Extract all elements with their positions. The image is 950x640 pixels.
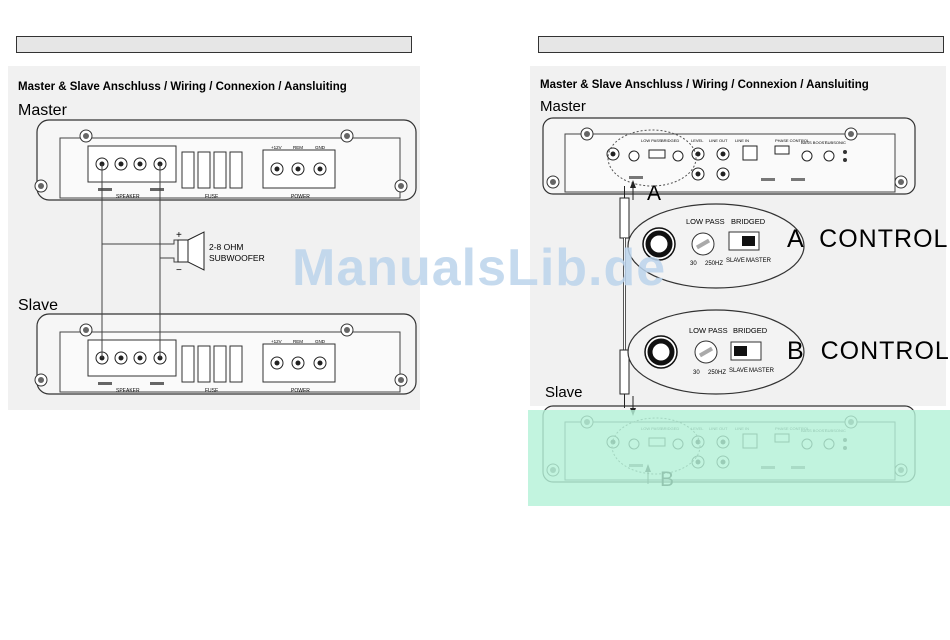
right-slave-label: Slave	[545, 384, 583, 401]
sub-ohm-label: 2-8 OHM	[209, 242, 243, 252]
master-power-term-gnd: GND	[315, 145, 326, 150]
master-panel-lineout: LINE OUT	[709, 138, 728, 143]
letter-a: A	[647, 182, 662, 205]
master-fuse-label: FUSE	[205, 194, 219, 200]
master-power-label: POWER	[291, 194, 310, 200]
watermark-text: ManualsLib.de	[292, 239, 667, 297]
a-freq-high: 250HZ	[705, 261, 723, 267]
a-lowpass-label: LOW PASS	[686, 217, 725, 226]
master-power-term-12v: +12V	[271, 145, 282, 150]
a-master-option: MASTER	[746, 258, 772, 264]
control-a-label: A CONTROL	[787, 225, 949, 253]
slave-highlight-overlay	[528, 410, 950, 506]
slave-power-term-rem: REM	[293, 339, 303, 344]
right-header-bar	[538, 36, 944, 53]
master-panel-level: LEVEL	[691, 138, 704, 143]
master-panel-bridged: BRIDGED	[661, 138, 679, 143]
master-panel-lowpass: LOW PASS	[641, 138, 662, 143]
control-callout-b: LOW PASS BRIDGED 30 250HZ SLAVE MASTER	[627, 309, 805, 395]
a-bridged-label: BRIDGED	[731, 217, 766, 226]
left-header-bar	[16, 36, 412, 53]
sub-plus: +	[176, 230, 182, 241]
b-slave-option: SLAVE	[729, 368, 748, 374]
b-bridged-label: BRIDGED	[733, 326, 768, 335]
slave-power-term-12v: +12V	[271, 339, 282, 344]
right-master-label: Master	[540, 98, 586, 115]
a-freq-low: 30	[690, 261, 697, 267]
master-speaker-label: SPEAKER	[116, 194, 140, 200]
b-lowpass-label: LOW PASS	[689, 326, 728, 335]
left-title: Master & Slave Anschluss / Wiring / Conn…	[18, 81, 347, 93]
a-slave-option: SLAVE	[726, 258, 745, 264]
master-panel-bassboost: BASS BOOST	[801, 140, 827, 145]
slave-speaker-label: SPEAKER	[116, 388, 140, 394]
sub-minus: −	[176, 265, 182, 276]
b-master-option: MASTER	[749, 368, 775, 374]
slave-power-term-gnd: GND	[315, 339, 326, 344]
left-master-label: Master	[18, 102, 67, 119]
slave-power-label: POWER	[291, 388, 310, 394]
control-b-label: B CONTROL	[787, 337, 950, 365]
b-freq-low: 30	[693, 370, 700, 376]
master-power-term-rem: REM	[293, 145, 303, 150]
sub-name-label: SUBWOOFER	[209, 253, 265, 263]
right-title: Master & Slave Anschluss / Wiring / Conn…	[540, 79, 869, 91]
left-slave-label: Slave	[18, 297, 59, 314]
b-freq-high: 250HZ	[708, 370, 726, 376]
left-wiring-diagram: SPEAKER FUSE POWER +12V REM GND SPEAKER …	[34, 119, 417, 395]
master-panel-phase: PHASE CONTROL	[775, 138, 810, 143]
slave-fuse-label: FUSE	[205, 388, 219, 394]
master-panel-subsonic: SUBSONIC	[825, 140, 846, 145]
master-panel-linein: LINE IN	[735, 138, 749, 143]
control-callout-a: LOW PASS BRIDGED 30 250HZ SLAVE MASTER	[627, 203, 805, 289]
